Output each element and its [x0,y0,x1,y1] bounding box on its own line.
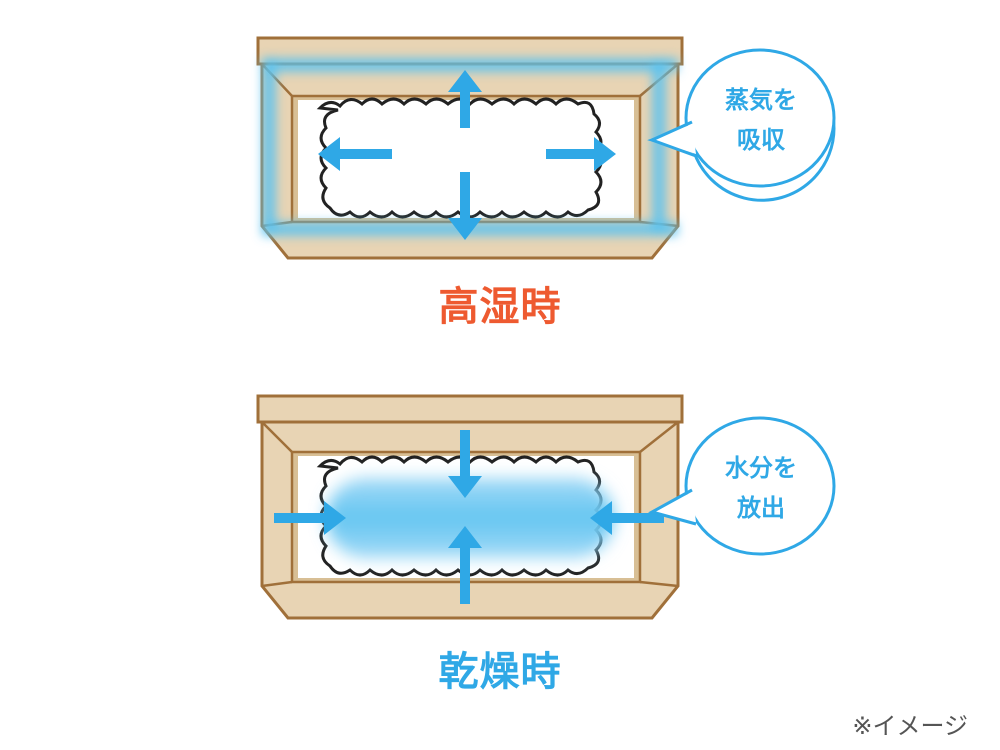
arrow-left-icon [318,137,392,171]
inward-arrows [274,430,664,604]
humid-bubble-line2: 吸収 [737,126,785,154]
moisture-blob [326,478,614,558]
humid-bubble-line1: 蒸気を [725,86,797,114]
arrow-down-icon [448,430,482,498]
arrow-down-icon [448,172,482,240]
humid-speech-bubble [647,48,836,202]
arrow-up-icon [448,70,482,128]
arrow-right-icon [274,501,346,535]
arrow-up-icon [448,526,482,604]
dry-bubble-line2: 放出 [737,494,785,522]
fluffy-content [316,97,603,219]
dry-bubble-text: 水分を 放出 [701,448,821,528]
dry-bubble-line1: 水分を [725,454,797,482]
box-lid [256,394,684,424]
dry-box [256,394,684,620]
image-note: ※イメージ [852,712,968,740]
arrow-left-icon [590,501,664,535]
arrow-right-icon [546,137,616,171]
dry-speech-bubble [648,416,836,556]
humid-caption: 高湿時 [438,284,562,330]
humid-box [256,36,684,260]
outward-arrows [318,70,616,240]
dry-caption: 乾燥時 [438,649,562,695]
humid-bubble-text: 蒸気を 吸収 [701,80,821,160]
